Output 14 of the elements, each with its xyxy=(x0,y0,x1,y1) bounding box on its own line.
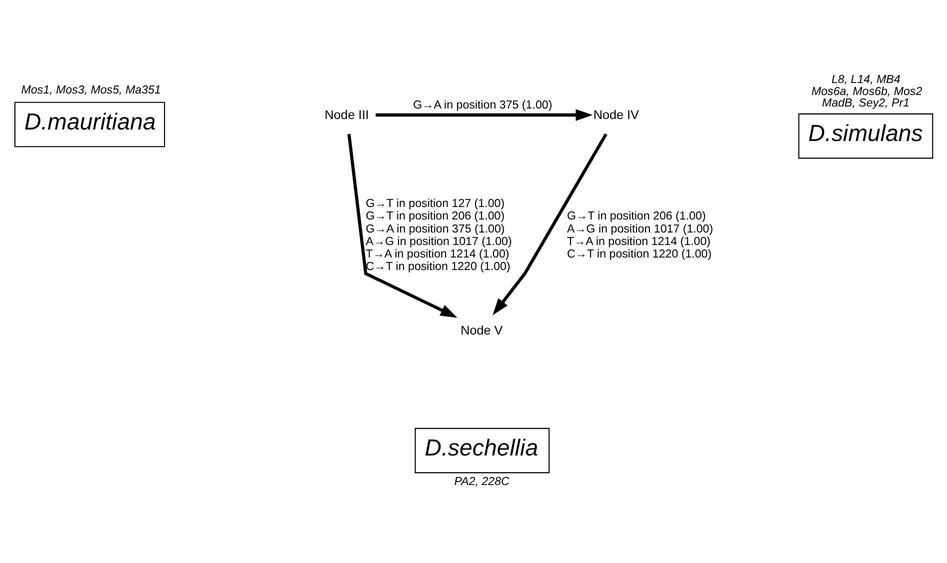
node-label: Mos1, Mos3, Mos5, Ma351 xyxy=(21,84,161,96)
node-label: L8, L14, MB4 Mos6a, Mos6b, Mos2 MadB, Sey2, Pr1 xyxy=(811,74,922,109)
arrow xyxy=(347,133,458,318)
node-box: D.sechellia xyxy=(414,427,550,473)
arrow xyxy=(376,108,593,120)
edge-label: G→T in position 206 (1.00) A→G in position 1017 (1.00) T→A in position 1214 (1.00) C→T in position 1220 (1.00) xyxy=(567,210,714,260)
node-text: Node V xyxy=(460,322,503,337)
node-text: Node IV xyxy=(593,107,639,122)
edge-label: G→A in position 375 (1.00) xyxy=(413,98,552,111)
node-box: D.mauritiana xyxy=(14,101,166,147)
node-label: PA2, 228C xyxy=(454,476,510,488)
arrow xyxy=(492,132,608,315)
node-text: Node III xyxy=(324,107,369,122)
node-box: D.simulans xyxy=(798,112,934,158)
